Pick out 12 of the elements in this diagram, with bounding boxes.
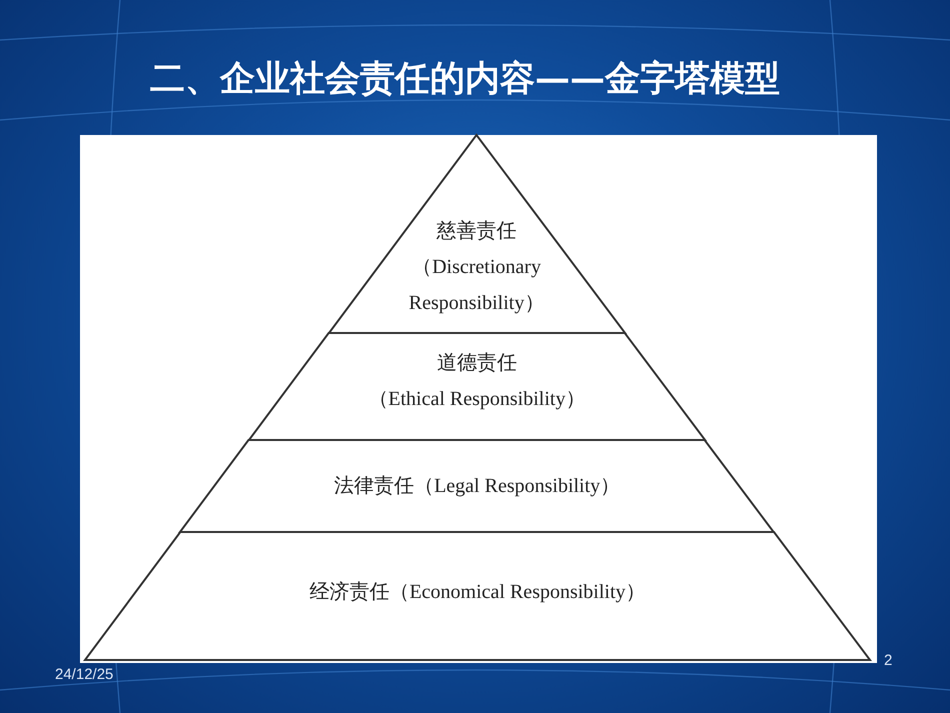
tier-label: 经济责任（Economical Responsibility） <box>309 580 646 605</box>
tier-label: （Discretionary Responsibility） <box>408 255 546 316</box>
pyramid-tier <box>248 333 705 440</box>
tier-label: （Ethical Responsibility） <box>368 387 586 412</box>
tier-label: 法律责任（Legal Responsibility） <box>334 474 620 499</box>
pyramid-base-tier <box>85 532 870 660</box>
tier-label: 慈善责任 <box>436 219 517 244</box>
page-number: 2 <box>884 652 892 669</box>
slide-title: 二、企业社会责任的内容——金字塔模型 <box>150 57 780 101</box>
tier-label: 道德责任 <box>436 351 517 376</box>
pyramid-top-tier <box>328 135 625 333</box>
date-label: 24/12/25 <box>55 666 114 683</box>
